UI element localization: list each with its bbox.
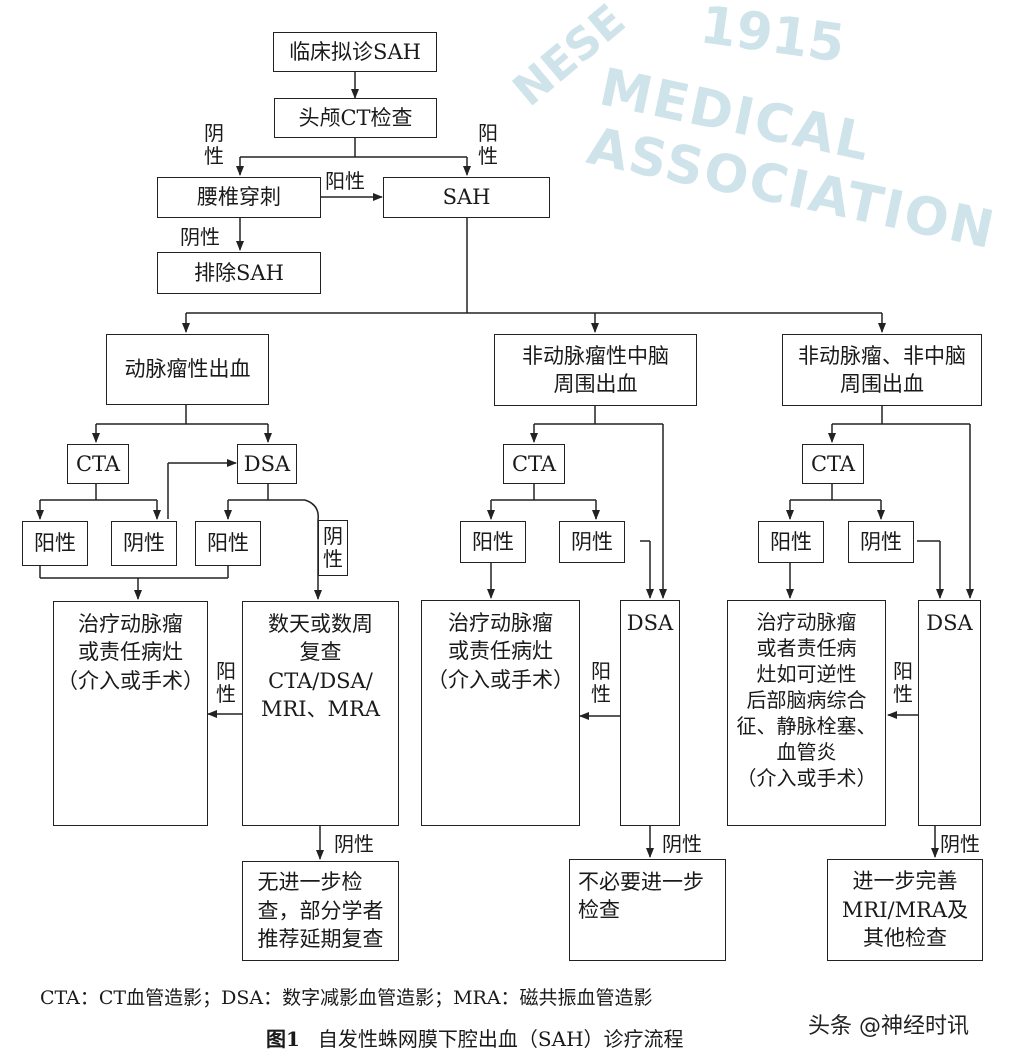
node-a-no-further-exam: 无进一步检 查，部分学者 推荐延期复查	[242, 861, 399, 961]
node-a-repeat-exam: 数天或数周 复查 CTA/DSA/ MRI、MRA	[242, 601, 399, 826]
abbreviation-footnote: CTA：CT血管造影；DSA：数字减影血管造影；MRA：磁共振血管造影	[40, 987, 653, 1009]
node-b-cta-positive: 阳性	[460, 521, 526, 563]
node-a-dsa-positive: 阳性	[195, 521, 261, 566]
node-b-cta: CTA	[503, 444, 565, 484]
node-c-further-exam: 进一步完善 MRI/MRA及 其他检查	[827, 859, 983, 961]
label-lumbar-negative: 阴性	[180, 225, 220, 249]
node-b-dsa: DSA	[620, 600, 680, 826]
label-b-dsa-positive: 阳 性	[591, 659, 611, 706]
label-ct-positive: 阳 性	[478, 121, 498, 168]
node-c-treatment: 治疗动脉瘤 或者责任病 灶如可逆性 后部脑病综合 征、静脉栓塞、 血管炎 （介入…	[727, 600, 886, 826]
node-a-cta: CTA	[67, 444, 129, 484]
node-aneurysmal-hemorrhage: 动脉瘤性出血	[106, 334, 269, 405]
node-sah: SAH	[383, 177, 550, 218]
source-credit: 头条 @神经时讯	[808, 1014, 969, 1039]
node-a-dsa: DSA	[237, 444, 297, 484]
label-ct-negative: 阴 性	[204, 121, 224, 168]
figure-number: 图1	[266, 1027, 300, 1051]
node-perimesencephalic-hemorrhage: 非动脉瘤性中脑 周围出血	[494, 334, 697, 406]
node-c-cta-negative: 阴性	[848, 521, 914, 563]
node-a-treatment: 治疗动脉瘤 或责任病灶 （介入或手术）	[53, 601, 208, 826]
figure-title: 自发性蛛网膜下腔出血（SAH）诊疗流程	[317, 1027, 684, 1051]
node-clinical-suspicion: 临床拟诊SAH	[273, 32, 437, 72]
node-a-cta-negative: 阴性	[111, 521, 177, 566]
node-head-ct: 头颅CT检查	[274, 98, 437, 138]
figure-caption: 图1 自发性蛛网膜下腔出血（SAH）诊疗流程	[266, 1023, 684, 1052]
node-non-aneurysmal-non-perimesencephalic: 非动脉瘤、非中脑 周围出血	[782, 334, 982, 406]
node-b-no-further-exam: 不必要进一步 检查	[569, 859, 726, 961]
label-a-dsa-negative: 阴 性	[318, 520, 348, 576]
node-c-cta: CTA	[802, 444, 864, 484]
node-c-cta-positive: 阳性	[758, 521, 824, 563]
label-a-repeat-negative: 阴性	[334, 832, 374, 856]
node-b-cta-negative: 阴性	[559, 521, 625, 563]
label-b-dsa-negative: 阴性	[662, 832, 702, 856]
node-exclude-sah: 排除SAH	[157, 252, 321, 294]
label-lumbar-positive: 阳性	[325, 169, 365, 193]
label-c-dsa-positive: 阳 性	[893, 659, 913, 706]
node-b-treatment: 治疗动脉瘤 或责任病灶 （介入或手术）	[421, 600, 580, 826]
label-a-repeat-positive: 阳 性	[216, 659, 236, 706]
node-lumbar-puncture: 腰椎穿刺	[157, 177, 321, 218]
node-a-cta-positive: 阳性	[22, 521, 88, 566]
node-c-dsa: DSA	[918, 600, 981, 826]
label-c-dsa-negative: 阴性	[940, 832, 980, 856]
